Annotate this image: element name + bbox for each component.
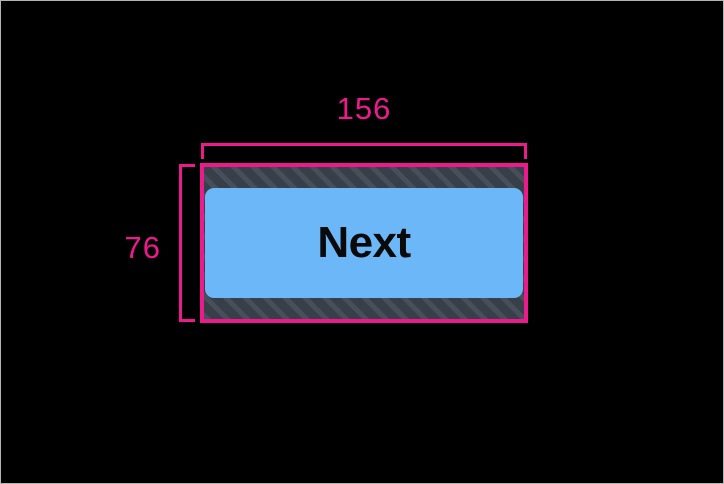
next-button[interactable]: Next — [205, 188, 523, 298]
width-measurement-bracket — [201, 143, 527, 159]
spacing-hatch-region: Next — [204, 167, 524, 319]
height-dimension-label: 76 — [124, 230, 161, 265]
next-button-label: Next — [317, 218, 411, 267]
element-bounding-box[interactable]: Next — [200, 163, 528, 323]
height-measurement-bracket — [179, 164, 195, 322]
width-dimension-label: 156 — [336, 91, 392, 126]
